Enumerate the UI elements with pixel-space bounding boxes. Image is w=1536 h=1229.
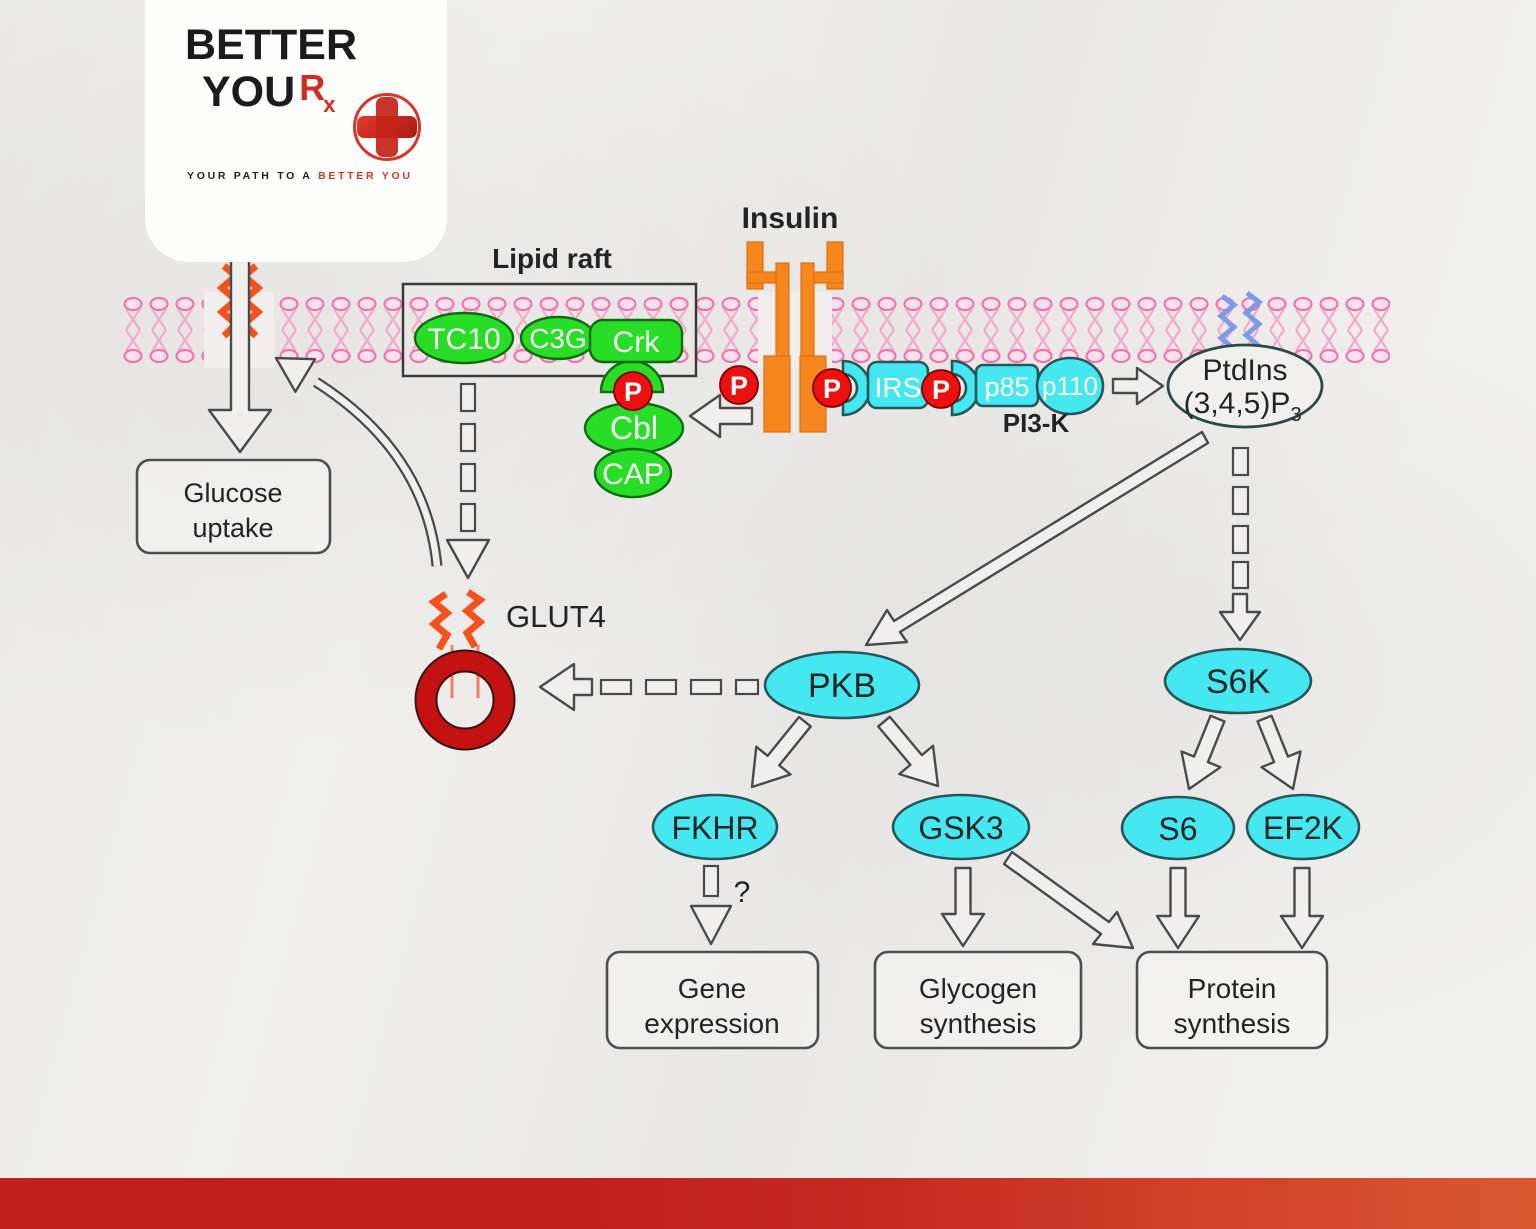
glucose-uptake-line1: Glucose <box>183 478 282 508</box>
insulin-receptor-icon <box>746 241 844 433</box>
glucose-entry-arrow <box>207 235 273 454</box>
ef2k-to-protein-arrow <box>1279 866 1325 950</box>
brand-tagline-highlight: BETTER YOU <box>318 170 413 182</box>
protein-synthesis-line2: synthesis <box>1174 1008 1291 1039</box>
gene-expression-box <box>605 950 820 1050</box>
gsk3-to-glycogen-arrow <box>940 866 986 948</box>
cell-membrane <box>120 296 1390 364</box>
glucose-uptake-box <box>135 458 332 555</box>
irs-label: IRS <box>875 372 922 403</box>
cbl-label: Cbl <box>610 410 658 446</box>
s6k-label: S6K <box>1206 663 1271 701</box>
svg-text:P: P <box>932 375 950 405</box>
p85-label: p85 <box>984 372 1029 402</box>
p110-node <box>1035 356 1105 416</box>
s6-node <box>1120 795 1236 861</box>
sh2-domain-icon <box>950 359 981 417</box>
protein-synthesis-line1: Protein <box>1188 973 1277 1004</box>
gsk3-to-protein-arrow <box>1002 850 1135 950</box>
pip3-to-s6k-dashed-arrow <box>1218 446 1262 642</box>
phosphate-badge: P <box>921 369 961 409</box>
pkb-to-glut4-dashed-arrow <box>538 662 760 712</box>
medical-cross-icon <box>353 93 421 161</box>
lipid-raft-label: Lipid raft <box>492 243 612 274</box>
glycogen-synthesis-line1: Glycogen <box>919 973 1037 1004</box>
ef2k-label: EF2K <box>1263 810 1343 846</box>
crk-node <box>588 318 684 364</box>
ptdins-node <box>1166 343 1324 429</box>
raft-to-glut4-dashed-arrow <box>445 382 491 580</box>
pkb-node <box>763 650 921 720</box>
brand-rx-mark: Rx <box>295 70 335 116</box>
tc10-label: TC10 <box>427 323 500 356</box>
pip3-to-pkb-arrow <box>864 430 1210 647</box>
brand-rx-r: R <box>299 67 326 108</box>
membrane-gap-receptor <box>758 292 832 368</box>
question-mark-label: ? <box>734 876 751 909</box>
pkb-to-fkhr-arrow <box>750 715 812 789</box>
glut4-vesicle-icon <box>414 589 516 751</box>
sh2-domain-icon <box>841 359 872 417</box>
glucose-uptake-line2: uptake <box>192 513 273 543</box>
pi3k-label: PI3-K <box>1003 408 1070 438</box>
brand-rx-x: x <box>323 92 336 117</box>
insulin-label: Insulin <box>742 202 839 235</box>
glycogen-synthesis-box <box>873 950 1083 1050</box>
pkb-label: PKB <box>808 667 876 705</box>
crk-label: Crk <box>613 326 661 359</box>
footer-accent-bar <box>0 1178 1536 1229</box>
glut4-label: GLUT4 <box>506 599 606 634</box>
s6k-node <box>1163 647 1313 715</box>
receptor-to-cbl-arrow <box>688 393 754 439</box>
ef2k-node <box>1245 793 1361 861</box>
s6k-to-s6-arrow <box>1180 714 1226 791</box>
pi3k-to-pip3-arrow <box>1111 366 1165 406</box>
svg-text:P: P <box>624 377 642 407</box>
p110-label: p110 <box>1042 371 1098 401</box>
s6-label: S6 <box>1158 811 1197 847</box>
glycogen-synthesis-line2: synthesis <box>920 1008 1037 1039</box>
glut4-translocation-arrow <box>274 356 443 567</box>
s6-to-protein-arrow <box>1155 866 1201 950</box>
brand-you-text: YOU <box>202 68 296 116</box>
fkhr-to-gene-dashed-arrow <box>689 864 733 946</box>
svg-text:P: P <box>730 371 748 401</box>
ptdins-line1: PtdIns <box>1202 354 1287 387</box>
brand-tagline-prefix: YOUR PATH TO A <box>187 170 313 182</box>
gsk3-label: GSK3 <box>918 810 1003 846</box>
cap-node <box>593 447 673 499</box>
c3g-label: C3G <box>529 323 587 354</box>
phosphate-badge: P <box>719 365 759 405</box>
ptdins-subscript: 3 <box>1290 404 1301 426</box>
lipid-raft-box <box>401 282 698 378</box>
ptdins-line2: (3,4,5)P <box>1184 387 1291 420</box>
fkhr-node <box>651 793 779 861</box>
phosphate-badge: P <box>613 371 653 411</box>
cross-vertical-bar <box>376 97 398 157</box>
fkhr-label: FKHR <box>671 810 758 846</box>
protein-synthesis-box <box>1135 950 1329 1050</box>
phosphate-badge: P <box>812 368 852 408</box>
s6k-to-ef2k-arrow <box>1256 714 1302 791</box>
brand-tagline: YOUR PATH TO A BETTER YOU <box>187 170 413 182</box>
gsk3-node <box>891 793 1031 861</box>
svg-text:P: P <box>823 374 841 404</box>
tc10-node <box>413 311 515 365</box>
brand-name-line1: BETTER <box>185 21 357 69</box>
gene-expression-line2: expression <box>644 1008 779 1039</box>
gene-expression-line1: Gene <box>678 973 747 1004</box>
cap-label: CAP <box>602 458 664 491</box>
pkb-to-gsk3-arrow <box>877 715 940 788</box>
